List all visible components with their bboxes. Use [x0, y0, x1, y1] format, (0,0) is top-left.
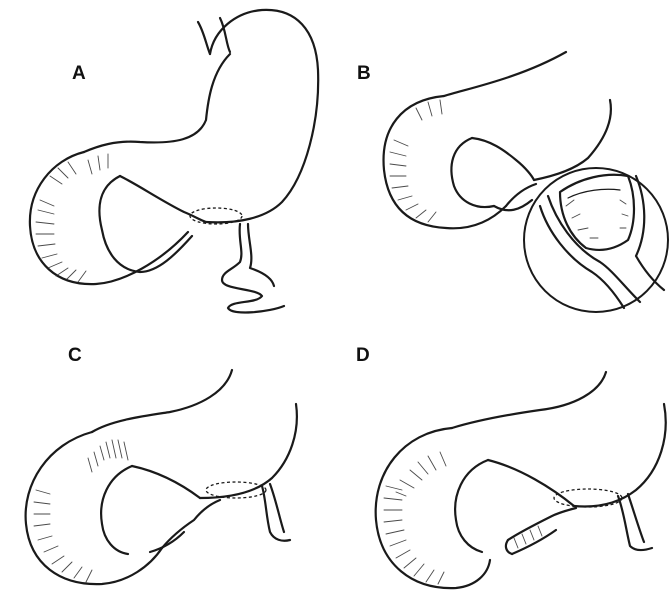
stomach-c: [92, 370, 232, 432]
stomach-a: [206, 10, 318, 222]
duodenum-b: [384, 96, 506, 228]
panel-label-c: C: [68, 345, 82, 366]
panel-b: B: [357, 52, 668, 312]
duodenum-c: [26, 432, 162, 584]
panel-label-d: D: [356, 345, 370, 366]
stomach-d: [452, 372, 606, 428]
panel-label-b: B: [357, 63, 371, 84]
panel-c: C: [26, 345, 297, 584]
esophagus-a: [198, 22, 210, 54]
panel-a: A: [30, 10, 318, 313]
duodenum-a: [30, 152, 188, 284]
panel-d: D: [356, 345, 666, 588]
duodenum-d: [376, 428, 490, 588]
panel-label-a: A: [72, 63, 86, 84]
stomach-b: [444, 52, 566, 96]
